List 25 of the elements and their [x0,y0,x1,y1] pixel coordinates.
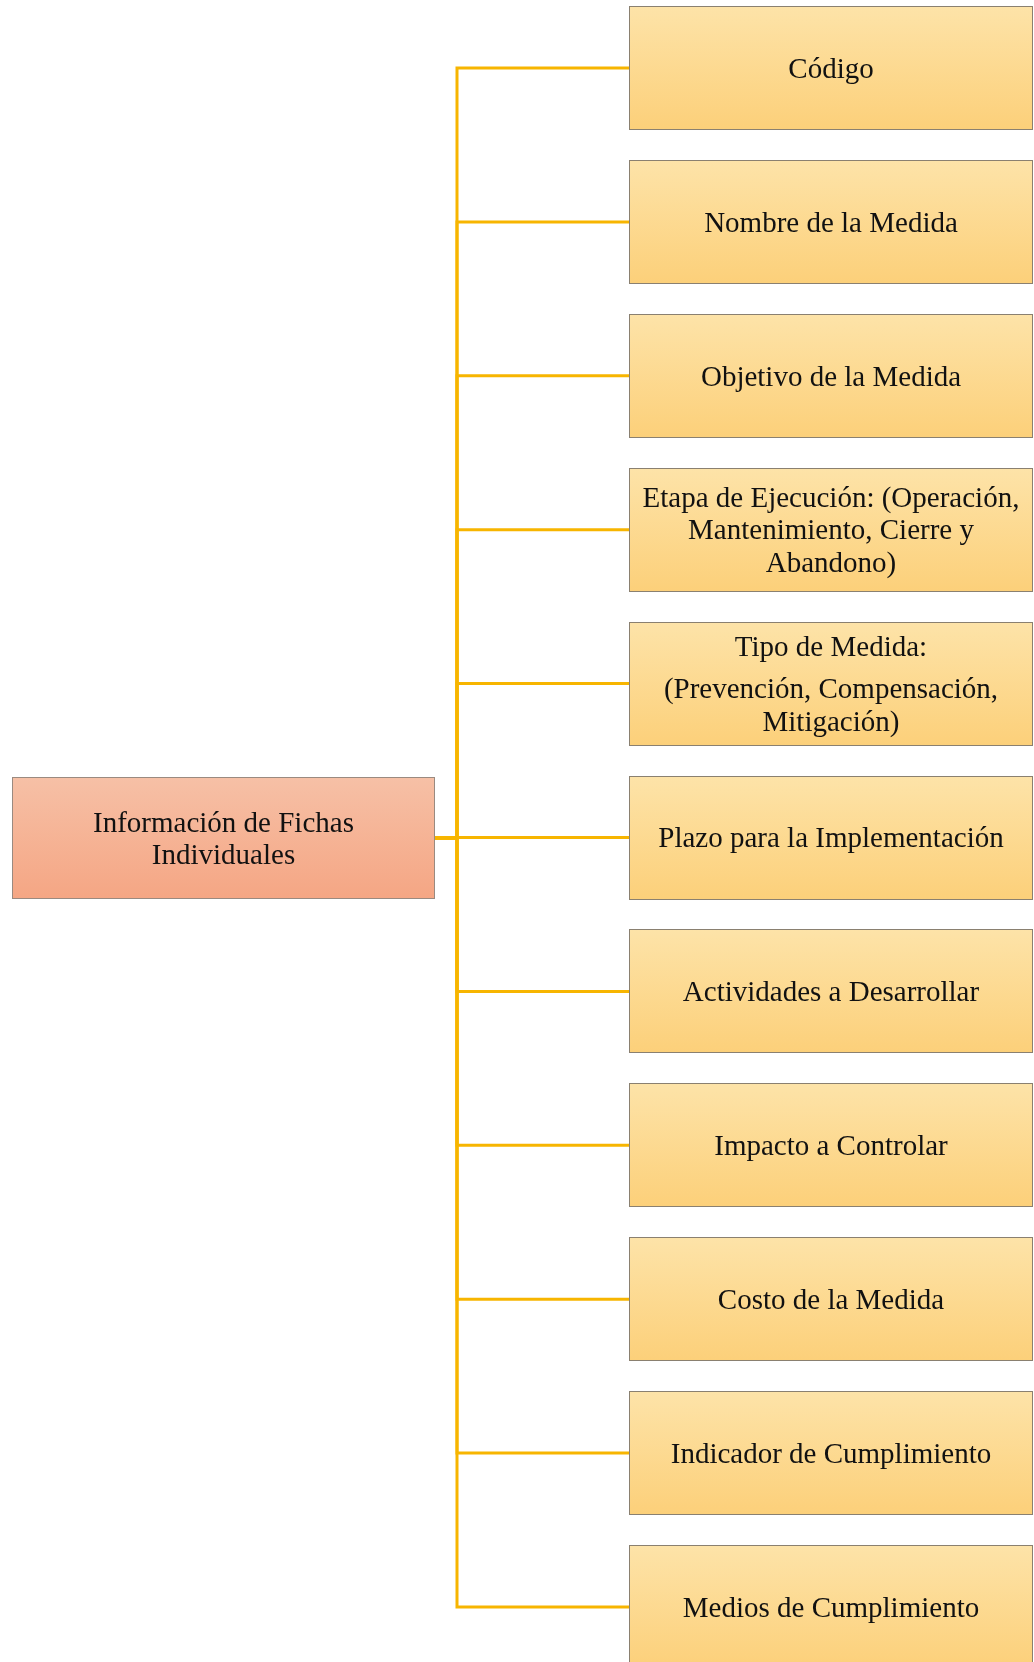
category-box [629,1391,1033,1516]
root-box [12,777,435,899]
category-box [629,775,1033,900]
box-text: Etapa de Ejecución: (Operación, Mantenimiento, Cierre y Abandono) [641,481,1021,579]
box-text: Código [788,51,874,85]
box-text: Plazo para la Implementación [658,821,1004,854]
box-text: Indicador de Cumplimiento [670,1436,992,1470]
box-text: Información de Fichas Individuales [92,805,355,871]
box-text: (Prevención, Compensación, Mitigación) [662,672,1000,738]
category-box [629,159,1033,284]
box-text: Tipo de Medida: [734,629,928,663]
category-box [629,929,1033,1054]
box-text: Nombre de la Medida [704,205,958,239]
category-box [629,621,1033,746]
box-text: Objetivo de la Medida [700,359,962,393]
box-text: Impacto a Controlar [714,1129,948,1162]
box-text: Actividades a Desarrollar [682,975,980,1008]
category-box [629,6,1033,130]
category-box [629,1083,1033,1208]
box-text: Costo de la Medida [717,1282,945,1316]
category-box [629,1237,1033,1362]
category-box [629,313,1033,438]
category-box [629,467,1033,592]
box-text: Medios de Cumplimiento [682,1590,980,1624]
category-box [629,1545,1033,1662]
